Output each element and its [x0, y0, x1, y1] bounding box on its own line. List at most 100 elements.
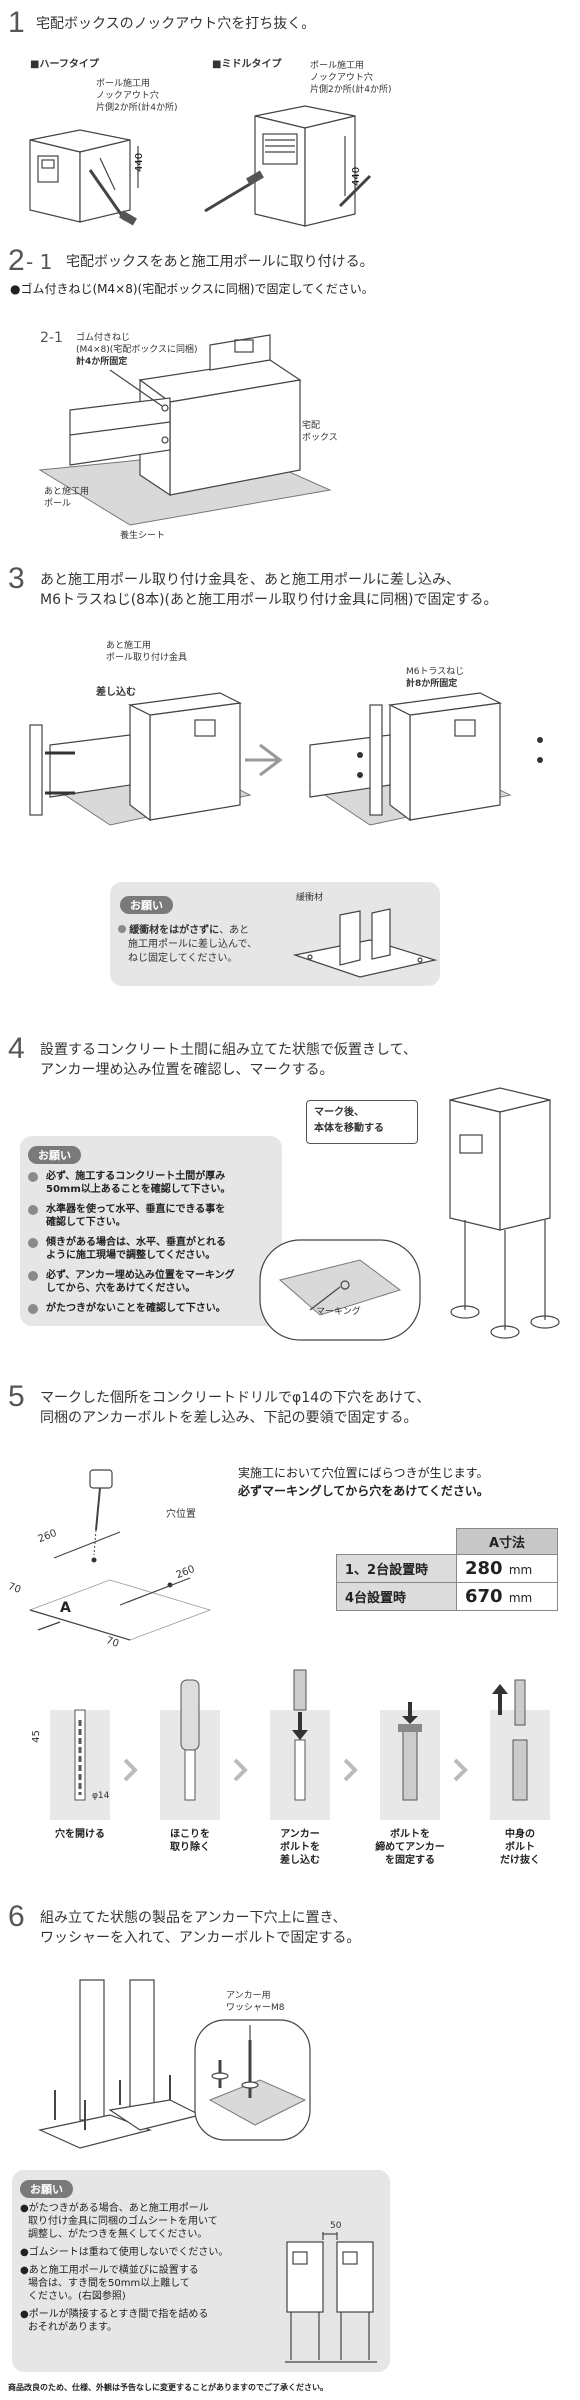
step-5-number: 5: [8, 1380, 25, 1413]
step-5-line-1: マークした個所をコンクリートドリルでφ14の下穴をあけて、: [40, 1390, 431, 1406]
step-6-bullets: ●がたつきがある場合、あと施工用ポール取り付け金具に同梱のゴムシートを用いて調整…: [20, 2202, 260, 2334]
cushion-note-bold: 緩衝材をはがさずに: [129, 925, 220, 936]
note-dot: [118, 925, 126, 933]
phi-14: φ14: [92, 1791, 110, 1801]
step-6-bullet-3: ●あと施工用ポールで横並びに設置する場合は、すき間を50mm以上離してください。…: [20, 2265, 199, 2302]
step-4-note-badge: お願い: [28, 1146, 81, 1164]
move-callout: [306, 1100, 418, 1144]
move-callout-line-2: 本体を移動する: [314, 1123, 384, 1134]
step-4-bullet-3: 傾きがある場合は、水平、垂直がとれるように施工現場で調整してください。: [28, 1236, 278, 1262]
half-box-illustration: 440: [29, 129, 145, 226]
cushion-note-line-3: ねじ固定してください。: [128, 953, 238, 964]
table-row: 1、2台設置時 280 mm: [336, 1554, 559, 1583]
m6-screw-count: 計8か所固定: [406, 679, 458, 689]
step-caption-1: 穴を開ける: [55, 1829, 105, 1840]
step-4-number: 4: [8, 1032, 25, 1065]
step-6-note-panel: [12, 2170, 390, 2372]
fig-2-1-box-1: 宅配: [302, 421, 321, 431]
half-dim-440: 440: [134, 153, 145, 172]
washer-label-1: アンカー用: [226, 1991, 271, 2001]
step-4-note-panel: [20, 1136, 282, 1326]
anchor-fix-illustration: [38, 1979, 311, 2149]
middle-box-illustration: 440: [204, 105, 372, 227]
step-1-title: 宅配ボックスのノックアウト穴を打ち抜く。: [36, 16, 316, 32]
fig-2-1-screw: ゴム付きねじ: [76, 333, 131, 343]
step-caption-5: 中身のボルトだけ抜く: [500, 1829, 540, 1866]
fig-2-1-sheet: 養生シート: [120, 531, 166, 541]
cushion-note-line-1: 緩衝材をはがさずに、あと: [118, 924, 249, 937]
marking-illustration: [259, 1087, 560, 1341]
step-6-number: 6: [8, 1900, 25, 1933]
row-value: 280 mm: [455, 1554, 559, 1583]
insert-label: 差し込む: [96, 687, 136, 698]
half-note-2: ノックアウト穴: [96, 91, 159, 101]
step-3-line-2: M6トラスねじ(8本)(あと施工用ポール取り付け金具に同梱)で固定する。: [40, 592, 498, 608]
step-6-bullet-4: ●ポールが隣接するとすき間で指を詰めるおそれがあります。: [20, 2309, 209, 2333]
step-1-number: 1: [8, 6, 25, 39]
row-label: 1、2台設置時: [336, 1554, 457, 1583]
step-6-bullet-1: ●がたつきがある場合、あと施工用ポール取り付け金具に同梱のゴムシートを用いて調整…: [20, 2203, 218, 2240]
middle-type-label: ■ミドルタイプ: [212, 59, 282, 70]
hole-position-label: 穴位置: [166, 1509, 196, 1520]
cushion-note-rest: 、あと: [219, 925, 250, 936]
fig-2-1-box-2: ボックス: [302, 433, 338, 443]
row-label: 4台設置時: [336, 1582, 457, 1611]
step-6-bullet-2: ●ゴムシートは重ねて使用しないでください。: [20, 2247, 229, 2258]
half-type-label: ■ハーフタイプ: [30, 59, 99, 70]
bracket-insert-illustration: [29, 692, 543, 826]
a-dimension-table: A寸法 1、2台設置時 280 mm 4台設置時 670 mm: [336, 1528, 559, 1611]
step-2-bullet: ●ゴム付きねじ(M4×8)(宅配ボックスに同梱)で固定してください。: [10, 282, 374, 296]
step-caption-2: ほこりを取り除く: [170, 1829, 210, 1853]
anchor-steps-illustration: [50, 1669, 550, 1820]
cushion-bracket-illustration: [292, 908, 438, 978]
cushion-label: 緩衝材: [296, 893, 324, 903]
table-row: 4台設置時 670 mm: [336, 1582, 559, 1611]
step-6-note-badge: お願い: [20, 2180, 73, 2198]
half-note-3: 片側2か所(計4か所): [96, 103, 178, 113]
depth-45: 45: [30, 1730, 42, 1743]
fig-2-1-label: 2-1: [40, 330, 63, 346]
middle-note-1: ポール施工用: [310, 61, 365, 71]
hole-position-diagram: [28, 1469, 212, 1641]
step-4-bullet-5: がたつきがないことを確認して下さい。: [28, 1302, 278, 1315]
step-2-number: 2: [8, 244, 25, 277]
fig-2-1-count: 計4か所固定: [76, 357, 128, 367]
step-4-bullet-4: 必ず、アンカー埋め込み位置をマーキングしてから、穴をあけてください。: [28, 1269, 278, 1295]
hole-warning-1: 実施工において穴位置にばらつきが生じます。: [238, 1466, 489, 1480]
step-caption-4: ボルトを締めてアンカーを固定する: [375, 1829, 445, 1866]
gap-50: 50: [330, 2221, 342, 2231]
step-4-line-2: アンカー埋め込み位置を確認し、マークする。: [40, 1062, 334, 1078]
hole-warning-2: 必ずマーキングしてから穴をあけてください。: [238, 1484, 489, 1498]
row-value: 670 mm: [455, 1582, 559, 1611]
step-4-bullet-2: 水準器を使って水平、垂直にできる事を確認して下さい。: [28, 1203, 278, 1229]
half-note-1: ポール施工用: [96, 79, 151, 89]
washer-label-2: ワッシャーM8: [226, 2003, 285, 2013]
step-6-line-2: ワッシャーを入れて、アンカーボルトで固定する。: [40, 1930, 361, 1946]
fig-2-1-screw-size: (M4×8)(宅配ボックスに同梱): [76, 345, 198, 355]
side-by-side-illustration: [285, 2232, 377, 2363]
step-2-sub: - 1: [26, 250, 53, 274]
middle-dim-440: 440: [351, 167, 362, 186]
footer-notice: 商品改良のため、仕様、外観は予告なしに変更することがありますのでご了承ください。: [8, 2383, 328, 2392]
dim-A: A: [60, 1600, 71, 1616]
pole-mount-illustration: [38, 334, 332, 526]
fig-2-1-pole-1: あと施工用: [44, 487, 90, 497]
middle-note-3: 片側2か所(計4か所): [310, 85, 392, 95]
step-2-title: 宅配ボックスをあと施工用ポールに取り付ける。: [66, 254, 374, 270]
step-caption-3: アンカーボルトを差し込む: [280, 1829, 320, 1866]
bracket-label-2: ポール取り付け金具: [106, 653, 188, 663]
fig-2-1-pole-2: ポール: [44, 499, 72, 509]
m6-screw-label: M6トラスねじ: [406, 667, 465, 677]
step-3-line-1: あと施工用ポール取り付け金具を、あと施工用ポールに差し込み、: [40, 572, 460, 588]
step-5-line-2: 同梱のアンカーボルトを差し込み、下記の要領で固定する。: [40, 1410, 418, 1426]
step-4-line-1: 設置するコンクリート土間に組み立てた状態で仮置きして、: [40, 1042, 417, 1058]
cushion-note-badge: お願い: [120, 896, 173, 914]
bracket-label-1: あと施工用: [106, 641, 152, 651]
cushion-note-line-2: 施工用ポールに差し込んで、: [128, 939, 258, 950]
step-6-line-1: 組み立てた状態の製品をアンカー下穴上に置き、: [40, 1910, 347, 1926]
move-callout-line-1: マーク後、: [314, 1107, 364, 1118]
step-3-number: 3: [8, 562, 25, 595]
middle-note-2: ノックアウト穴: [310, 73, 373, 83]
